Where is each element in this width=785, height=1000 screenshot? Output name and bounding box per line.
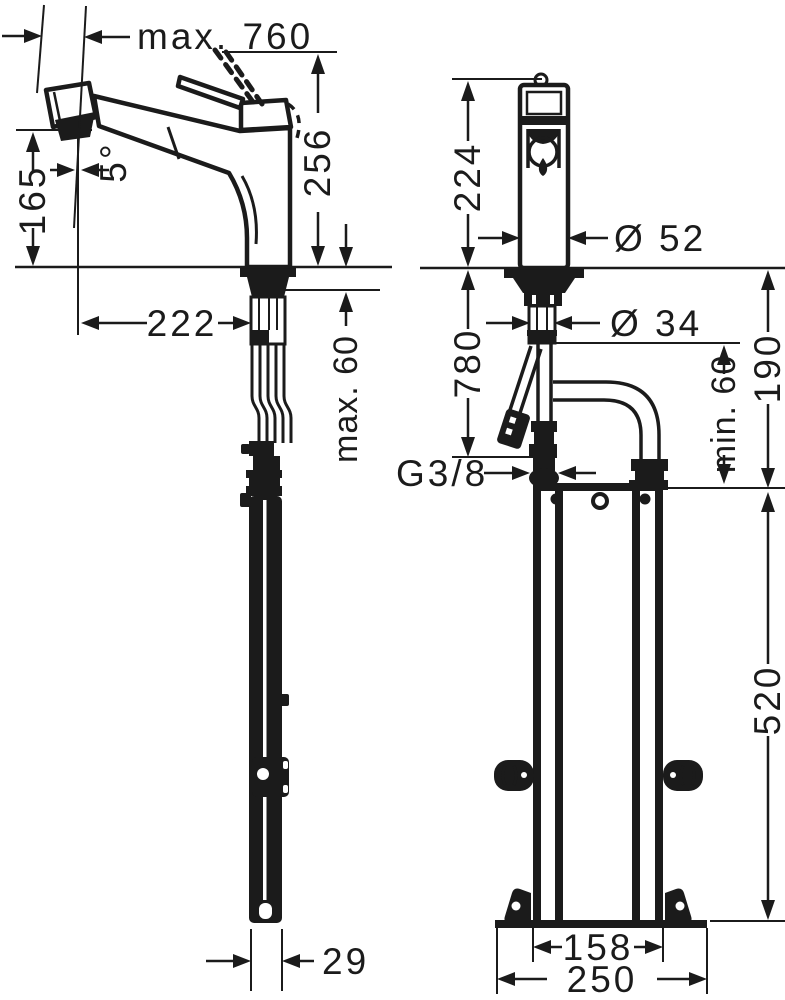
dim-label-min-60: min. 60 — [705, 355, 743, 474]
dim-overall-height-256: 256 — [222, 51, 338, 266]
bracket-foot-right — [665, 888, 692, 922]
bracket-center-hole — [591, 492, 609, 510]
dim-label-780: 780 — [447, 328, 488, 399]
dim-spout-height-165: 165 — [12, 129, 92, 266]
bracket-foot-left — [504, 888, 531, 922]
dim-below-counter-780: 780 — [447, 270, 532, 458]
body-neck-curve — [240, 175, 258, 245]
bracket-rail-right — [655, 491, 663, 922]
dim-body-diameter-52: Ø 52 — [478, 218, 706, 259]
dim-tube-width-29: 29 — [206, 929, 369, 991]
lever-handle — [175, 74, 246, 111]
aerator — [55, 112, 95, 141]
dim-max-pullout: max. 760 — [2, 4, 313, 229]
dim-label-222: 222 — [147, 303, 218, 344]
bracket-clip-left — [494, 760, 534, 791]
dim-thread-g38: G3/8 — [396, 453, 596, 494]
mounting-cone — [247, 277, 289, 297]
bracket-top-plate — [533, 483, 663, 491]
dim-label-256: 256 — [297, 127, 338, 198]
hose-bundle — [250, 344, 293, 443]
faucet-front-view: 224 Ø 52 780 Ø 34 — [396, 72, 785, 1000]
escutcheon-flange — [504, 268, 584, 278]
hose-connector — [241, 441, 282, 496]
dim-label-158: 158 — [563, 927, 634, 968]
dim-connection-depth-190: 190 — [666, 270, 785, 489]
dim-shank-diameter-34: Ø 34 — [486, 303, 702, 344]
hose-clip — [252, 757, 289, 797]
dim-bracket-height-520: 520 — [710, 492, 785, 922]
dim-label-250: 250 — [567, 959, 638, 1000]
hose-drop-front — [538, 158, 548, 176]
faucet-body-front — [517, 72, 571, 271]
supply-hose-straight — [529, 344, 559, 488]
dim-label-max-760: max. 760 — [137, 16, 313, 57]
pullout-hose-tube — [240, 493, 289, 923]
dim-body-height-224: 224 — [447, 78, 542, 267]
dim-spout-angle: 5° — [50, 128, 134, 335]
side-under-counter-assembly — [240, 267, 296, 923]
dim-label-29: 29 — [322, 941, 369, 982]
dim-label-5deg: 5° — [93, 141, 134, 182]
dim-label-165: 165 — [12, 165, 53, 236]
dim-bracket-width-158: 158 — [532, 927, 664, 968]
dim-label-520: 520 — [747, 665, 785, 736]
dim-base-width-250: 250 — [496, 928, 708, 1000]
spout-joint-line — [166, 126, 181, 160]
dim-label-max-60: max. 60 — [327, 335, 365, 463]
dim-label-g38: G3/8 — [396, 453, 488, 494]
bracket-clip-right — [663, 760, 703, 791]
dim-label-224: 224 — [447, 142, 488, 213]
dim-label-d34: Ø 34 — [610, 303, 702, 344]
base-flange — [240, 267, 296, 277]
bracket-screw-right — [639, 493, 651, 505]
bracket-rail-left — [533, 491, 541, 922]
mounting-bracket — [494, 483, 707, 928]
lever-raised-dashed-2 — [223, 49, 265, 107]
supply-hose-diagonal — [497, 345, 543, 449]
lever-pivot-dashed — [286, 102, 301, 139]
cartridge-housing — [238, 97, 294, 133]
spray-head-inner-line — [52, 91, 62, 122]
dim-min-clearance-60: min. 60 — [556, 342, 743, 484]
dim-spout-reach-222: 222 — [81, 303, 251, 344]
bracket-base-plate — [495, 920, 707, 928]
lever-raised-dashed — [212, 47, 256, 105]
dim-label-190: 190 — [747, 333, 785, 404]
dim-max-counter-thickness: max. 60 — [284, 224, 380, 463]
dim-label-d52: Ø 52 — [614, 218, 706, 259]
faucet-side-view: max. 760 5° 165 256 — [2, 4, 392, 991]
